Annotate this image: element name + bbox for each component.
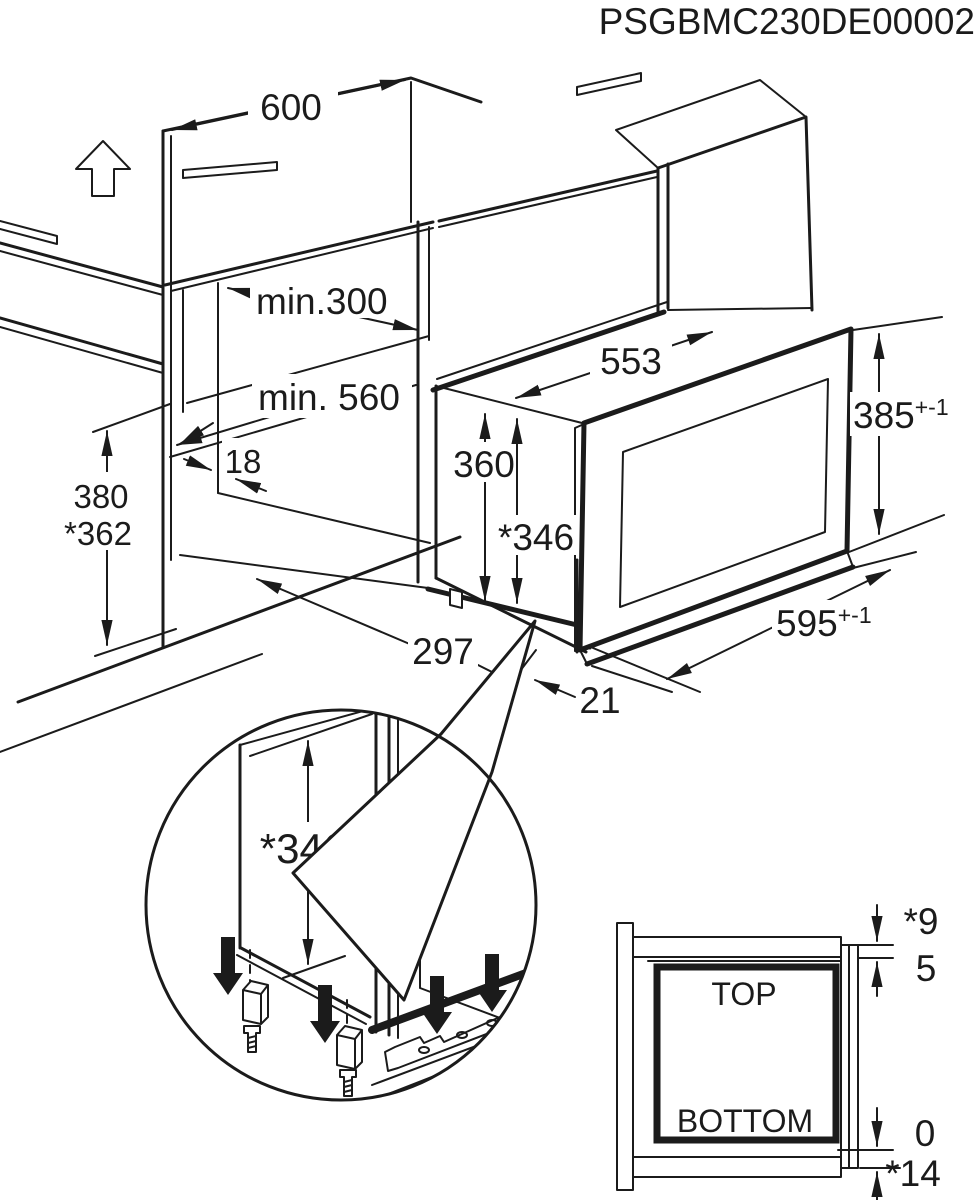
dim-cabinet-width: 600 (162, 79, 412, 286)
dim-label-18: 18 (225, 443, 262, 480)
svg-text:0: 0 (915, 1113, 936, 1154)
dim-appliance-height: 360 (452, 413, 518, 602)
dim-label-362: *362 (64, 515, 132, 552)
dim-label-min560: min. 560 (258, 377, 400, 418)
dim-label-385: 385+-1 (853, 394, 949, 436)
spacer-block (242, 980, 363, 1070)
cross-section-inset: TOP BOTTOM *9 5 0 *14 (616, 901, 941, 1200)
drawing-title: PSGBMC230DE00002 (599, 1, 975, 42)
dim-label-600: 600 (260, 87, 322, 128)
dim-niche-height: 380 *362 (55, 403, 177, 657)
dim-label-360: 360 (453, 444, 515, 485)
detail-circle: *346 (144, 619, 538, 1102)
dim-appliance-top-width: 553 (515, 331, 713, 399)
dim-panel-thickness: 18 (179, 422, 267, 494)
dim-label-380: 380 (73, 478, 128, 515)
dim-label-346-main: *346 (498, 517, 574, 558)
dim-bottom-overhang: *14 (871, 1153, 941, 1200)
appliance-door-window (619, 378, 829, 608)
left-counter (0, 241, 462, 753)
section-label-top: TOP (711, 976, 776, 1012)
dim-top-overhang: *9 (871, 901, 939, 942)
detail-circle-outline (144, 708, 538, 1102)
appliance-body-section (653, 963, 840, 1144)
zoom-wedge-pointer (291, 619, 537, 1002)
fastening-arrows (213, 937, 507, 1043)
wall-rail-strips (0, 72, 642, 245)
svg-text:*9: *9 (904, 901, 939, 942)
svg-text:*14: *14 (885, 1153, 941, 1194)
section-label-bottom: BOTTOM (677, 1103, 813, 1139)
dim-front-width: 595+-1 (591, 551, 917, 693)
dim-label-297: 297 (412, 631, 474, 672)
dim-label-553: 553 (600, 341, 662, 382)
svg-text:5: 5 (916, 948, 937, 989)
screw (243, 1025, 357, 1097)
dim-label-595: 595+-1 (776, 602, 872, 644)
dim-front-height: 385+-1 (848, 316, 956, 553)
dim-rear-offset: 21 (513, 649, 621, 721)
dim-appliance-height-alt: *346 (495, 418, 579, 604)
dim-top-gap: 5 (871, 948, 937, 997)
dim-bottom-gap: 0 (871, 1107, 936, 1154)
main-isometric-view: 600 min.300 min. 560 18 380 * (0, 72, 956, 753)
direction-up-arrow-icon (75, 140, 131, 197)
dim-niche-depth: min. 560 (176, 374, 412, 446)
niche-foot (449, 588, 463, 609)
mounting-rail (384, 1007, 524, 1072)
dim-label-min300: min.300 (256, 281, 388, 322)
dim-support-depth: 297 (256, 578, 517, 685)
dim-label-21: 21 (579, 680, 620, 721)
dim-upper-depth: min.300 (227, 274, 419, 331)
